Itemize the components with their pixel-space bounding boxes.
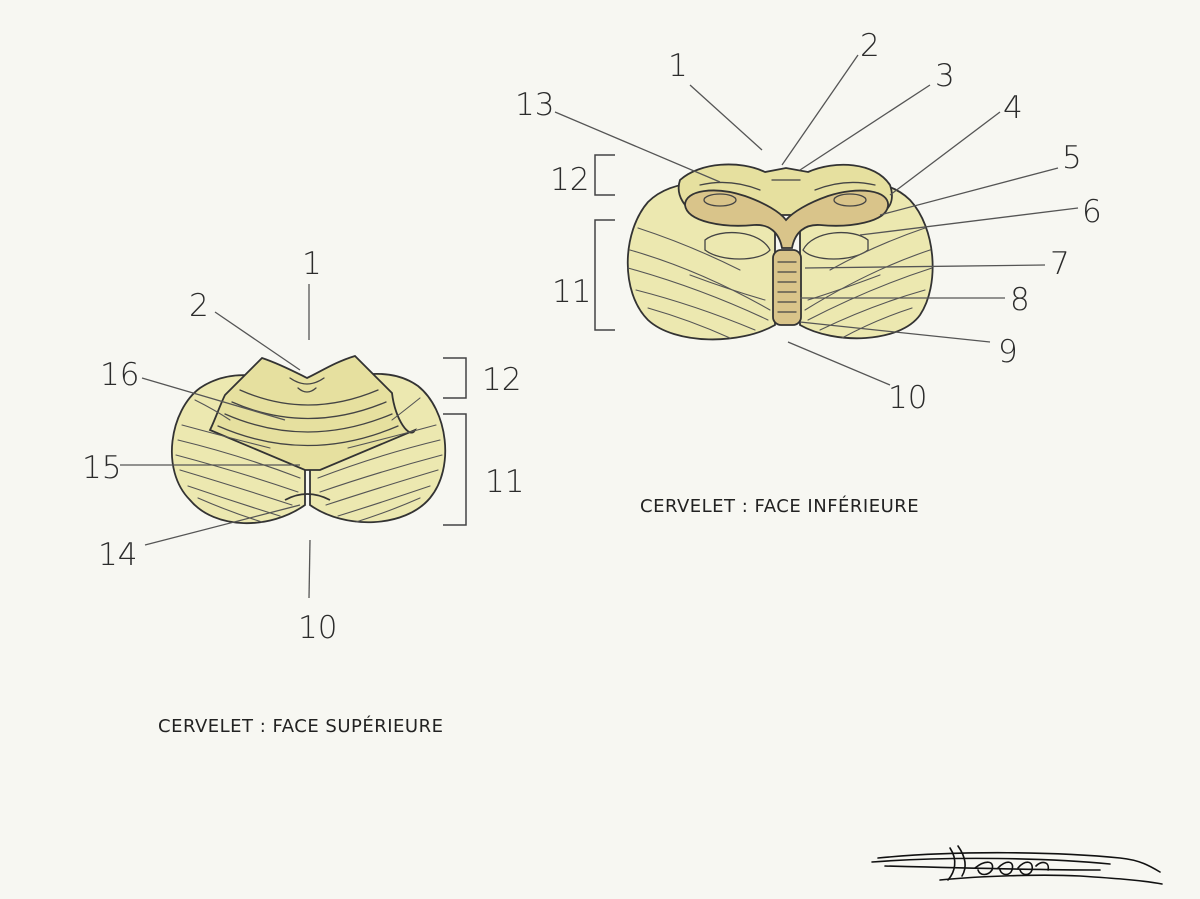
superior-label-11: 11 [485,464,524,500]
inferior-label-12: 12 [550,162,589,198]
inferior-label-11: 11 [552,274,591,310]
superior-label-12: 12 [482,362,521,398]
inferior-label-6: 6 [1082,194,1102,230]
superior-label-14: 14 [98,537,137,573]
bracket-12-superior [443,357,467,399]
inferior-label-8: 8 [1010,282,1030,318]
inferior-label-9: 9 [998,334,1018,370]
bracket-11-inferior [594,219,615,331]
inferior-label-10: 10 [888,380,927,416]
superior-label-10: 10 [298,610,337,646]
bracket-11-superior [443,413,467,526]
inferior-label-2: 2 [860,28,880,64]
inferior-label-7: 7 [1050,246,1070,282]
inferior-view: 1 2 3 13 4 5 12 6 11 7 8 9 10 CERVELET :… [515,28,1102,517]
inferior-label-1: 1 [668,48,688,84]
superior-label-15: 15 [82,450,121,486]
left-flocculus [703,193,737,207]
posterior-notch [284,493,331,501]
inferior-peduncle-ring [684,189,889,249]
superior-label-16: 16 [100,357,139,393]
superior-view: 1 2 16 12 15 11 14 10 CERVELET : FACE SU… [82,246,524,737]
inferior-label-5: 5 [1062,140,1082,176]
inferior-vermis [772,249,802,326]
inferior-label-13: 13 [515,87,554,123]
inferior-label-4: 4 [1003,90,1023,126]
bracket-12-inferior [594,154,615,196]
superior-caption: CERVELET : FACE SUPÉRIEURE [158,715,444,737]
superior-label-1: 1 [302,246,322,282]
inferior-caption: CERVELET : FACE INFÉRIEURE [640,495,919,517]
superior-vermis [208,354,417,471]
right-flocculus [833,193,867,207]
inferior-label-3: 3 [935,58,955,94]
superior-label-2: 2 [189,288,209,324]
signature [871,845,1163,885]
